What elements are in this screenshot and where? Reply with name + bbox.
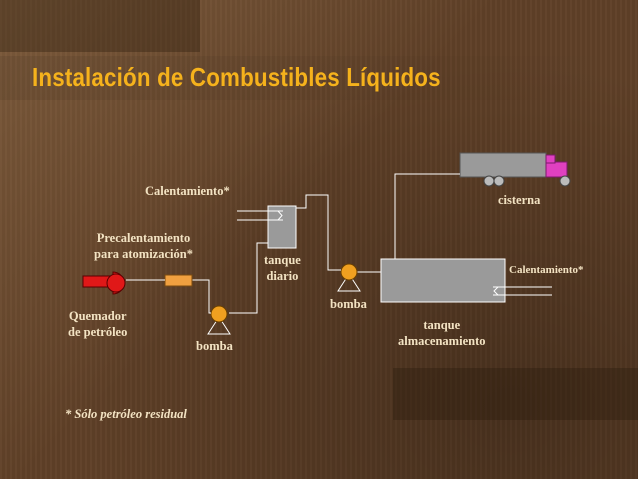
- cisterna-wheel-3: [559, 175, 571, 187]
- cisterna-wheel-1: [483, 175, 495, 187]
- label-precalentamiento: Precalentamiento para atomización*: [94, 230, 193, 262]
- label-quemador-line2: de petróleo: [68, 325, 128, 339]
- pump-to-daytank-line: [296, 194, 341, 271]
- label-tanque-diario: tanque diario: [264, 252, 301, 284]
- label-calentamiento-top: Calentamiento*: [145, 184, 230, 198]
- pump-to-preheater-line: [192, 279, 211, 314]
- label-quemador: Quemador de petróleo: [68, 308, 127, 340]
- label-quemador-line1: Quemador: [68, 309, 127, 323]
- cisterna-wheel-2: [493, 175, 505, 187]
- tanque-almacenamiento: [380, 258, 506, 303]
- decor-block-bottom: [393, 368, 638, 420]
- decor-block-top: [0, 0, 200, 52]
- cisterna-to-storage-line: [394, 173, 460, 259]
- label-bomba-right: bomba: [330, 297, 367, 311]
- footnote: * Sólo petróleo residual: [65, 407, 187, 421]
- cisterna-cab-top: [545, 154, 556, 164]
- calentamiento-coil-right: [493, 286, 552, 296]
- cisterna-cab: [545, 161, 568, 178]
- label-tanque-alm-line2: almacenamiento: [398, 334, 486, 348]
- bomba-right-icon: [337, 263, 361, 292]
- label-calentamiento-right: Calentamiento*: [509, 264, 584, 276]
- tanque-diario: [267, 205, 297, 249]
- label-bomba-left: bomba: [196, 339, 233, 353]
- calentamiento-coil-top: [237, 210, 283, 221]
- cisterna-truck: [459, 152, 571, 187]
- cisterna-tank: [459, 152, 547, 178]
- label-cisterna: cisterna: [498, 193, 541, 207]
- precalentador: [164, 274, 193, 287]
- daytank-to-pump-line: [229, 242, 268, 314]
- label-precalentamiento-line2: para atomización*: [94, 247, 193, 261]
- bomba-left-icon: [207, 305, 231, 335]
- label-tanque-almacenamiento: tanque almacenamiento: [398, 317, 485, 349]
- title-band: [0, 56, 638, 100]
- label-precalentamiento-line1: Precalentamiento: [96, 231, 191, 245]
- label-tanque-alm-line1: tanque: [423, 318, 461, 332]
- slide-title: Instalación de Combustibles Líquidos: [32, 62, 441, 92]
- quemador-icon: [82, 271, 126, 295]
- label-tanque-diario-line2: diario: [266, 269, 299, 283]
- label-tanque-diario-line1: tanque: [264, 253, 301, 267]
